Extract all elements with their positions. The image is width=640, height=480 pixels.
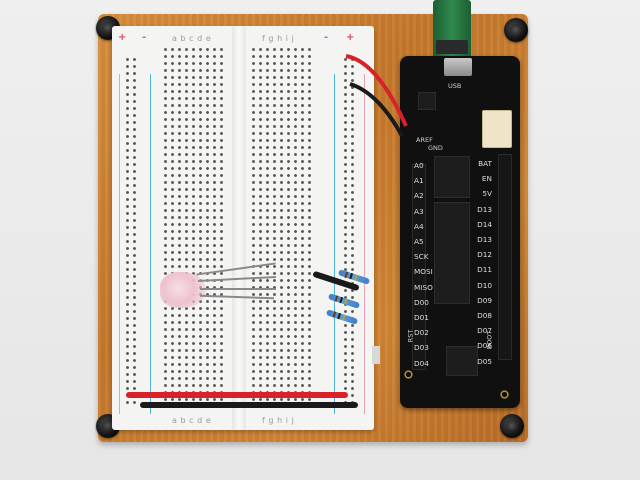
rail-plus-label: +: [118, 32, 127, 43]
usb-port: [444, 58, 472, 76]
pin-label: D08: [477, 311, 492, 320]
battery-connector: [482, 110, 512, 148]
usb-plug: [436, 40, 468, 54]
resistor-band: [342, 314, 346, 321]
power-rail-line: [364, 74, 365, 414]
jumper-wire-black: [140, 402, 358, 408]
center-channel: [232, 26, 246, 430]
pin-label: D07: [477, 326, 492, 336]
resistor-band: [349, 272, 354, 280]
gnd-label: GND: [428, 144, 443, 152]
pin-label: D05: [477, 356, 492, 366]
resistor-band: [339, 296, 344, 304]
pin-label: 5V: [482, 189, 492, 199]
pin-label: A4: [414, 221, 424, 231]
resistor-band: [344, 298, 348, 305]
resistor-band: [332, 311, 337, 318]
rgb-led: [160, 272, 206, 308]
pin-label: A1: [414, 176, 424, 186]
usb-label: USB: [448, 82, 462, 90]
mounting-hole: [500, 390, 509, 399]
pin-label: EN: [481, 174, 492, 184]
column-letters-right: fghij: [262, 416, 298, 425]
terminal-strip-holes-left: [162, 46, 226, 408]
pin-label: A3: [414, 206, 424, 216]
ground-rail-line: [334, 74, 335, 414]
pin-label: D13: [477, 204, 492, 214]
sub-chip: [446, 346, 478, 376]
led-lead: [200, 288, 276, 290]
pin-header-right: [498, 154, 512, 360]
ground-rail-line: [150, 74, 151, 414]
breadboard-tab: [372, 346, 380, 364]
pin-label: D00: [414, 297, 429, 307]
resistor-band: [344, 271, 349, 278]
pin-label: A5: [414, 237, 424, 246]
pin-label: D11: [477, 265, 492, 275]
rail-plus-label: +: [346, 32, 355, 43]
power-rail-line: [119, 74, 120, 414]
column-letters-right: fghij: [262, 34, 298, 43]
power-wire-black: [349, 82, 404, 137]
column-letters-left: abcde: [172, 34, 215, 43]
mounting-hole: [404, 370, 413, 379]
resistor-band: [337, 312, 342, 320]
column-letters-left: abcde: [172, 416, 215, 425]
pin-label: D06: [477, 341, 492, 351]
pin-label: MISO: [414, 282, 433, 292]
corner-screw: [504, 18, 528, 42]
pin-label: A0: [414, 161, 424, 170]
pin-label: D12: [477, 250, 492, 260]
power-wire-red: [345, 54, 408, 127]
rail-minus-label: -: [324, 32, 329, 43]
radio-module: [434, 202, 470, 304]
pin-label: D04: [414, 358, 429, 368]
pin-label: D03: [414, 343, 429, 353]
regulator-chip: [418, 92, 436, 110]
rail-minus-label: -: [142, 32, 147, 43]
aref-label: AREF: [416, 136, 433, 144]
pin-label: D10: [477, 280, 492, 290]
resistor-band: [334, 295, 339, 302]
pin-label: SCK: [414, 252, 429, 262]
resistor-band: [354, 274, 358, 281]
pin-label: D02: [414, 328, 429, 338]
power-rail-holes: [124, 56, 138, 406]
pin-label: D13: [477, 235, 492, 244]
pin-label: MOSI: [414, 267, 433, 277]
power-wires: [345, 54, 408, 137]
pin-header-left: [412, 164, 426, 370]
corner-screw: [500, 414, 524, 438]
pin-label: D09: [477, 295, 492, 305]
breadboard: + - - + abcde fghij abcde fghij: [112, 26, 374, 430]
pin-label: D01: [414, 313, 429, 322]
pin-label: D14: [477, 219, 492, 229]
pin-label: A2: [414, 191, 424, 201]
terminal-strip-holes-right: [250, 46, 314, 408]
pin-label: BAT: [478, 159, 492, 168]
mcu-chip: [434, 156, 470, 198]
jumper-wire-red: [126, 392, 348, 398]
